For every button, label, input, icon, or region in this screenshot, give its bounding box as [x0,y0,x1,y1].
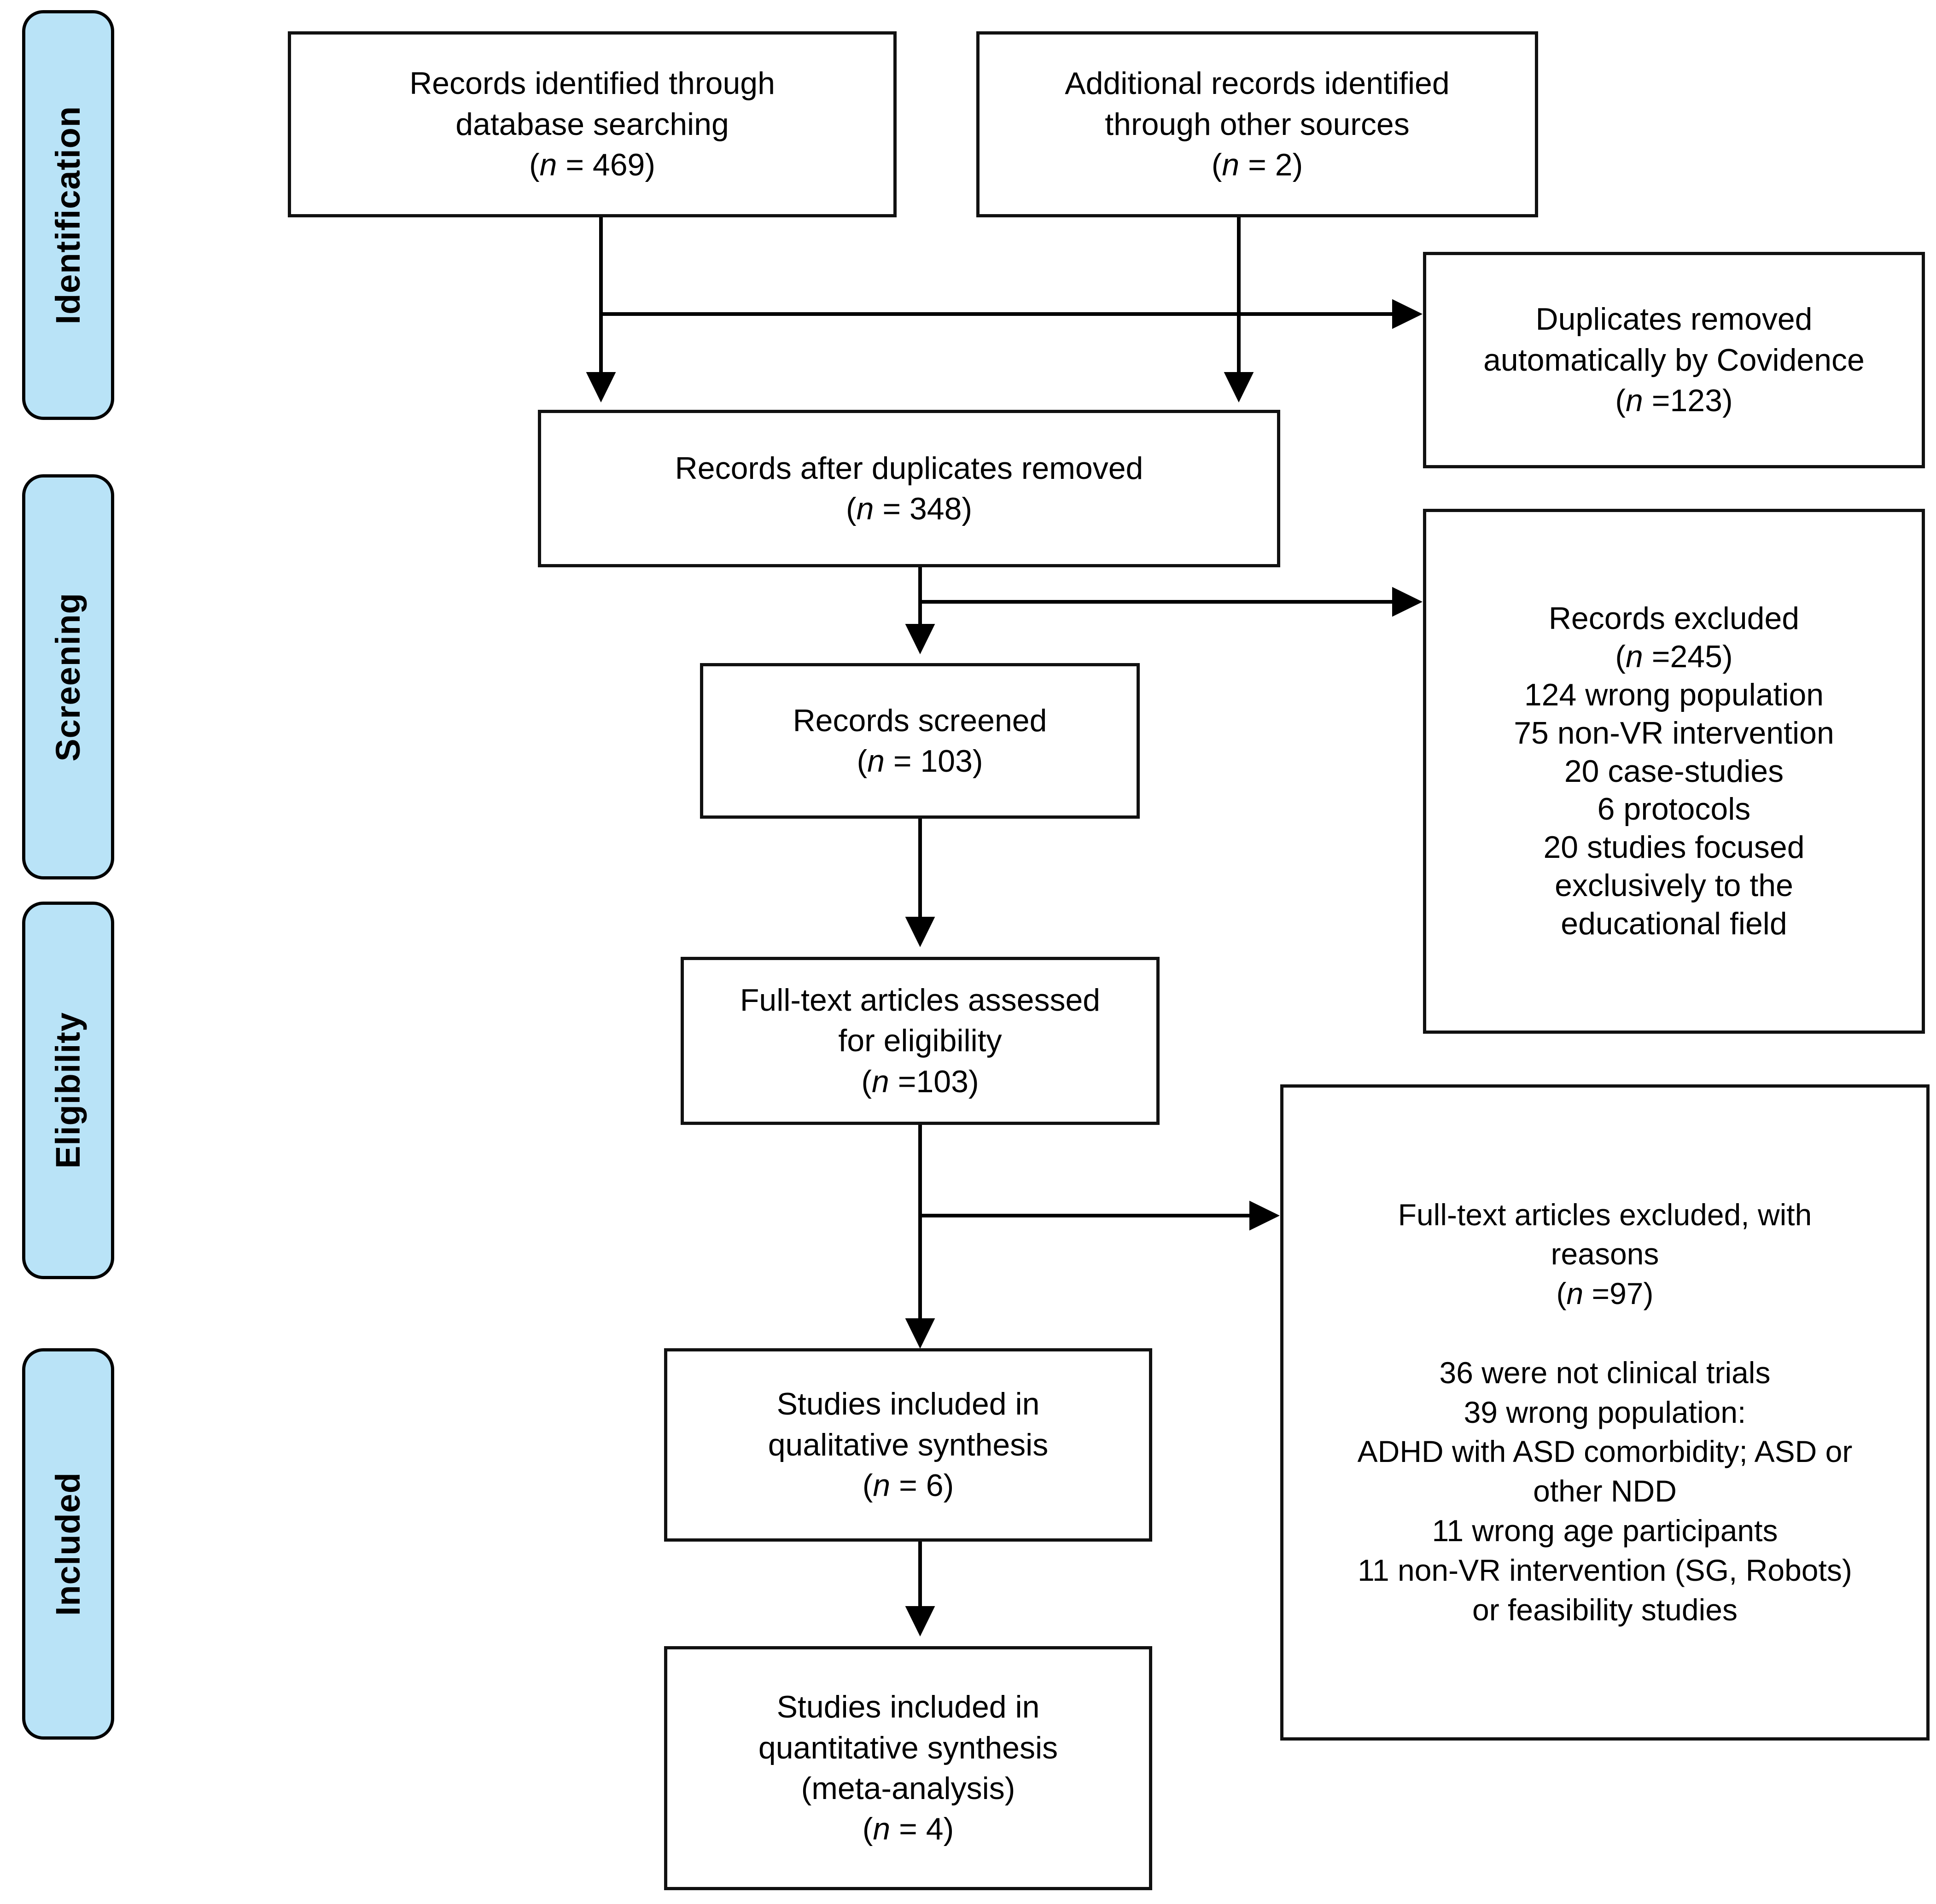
box-fulltext-articles-assessed-text: Full-text articles assessed for eligibil… [740,982,1101,1099]
box-duplicates-removed: Duplicates removed automatically by Covi… [1423,252,1925,468]
stage-pill-screening: Screening [22,474,114,879]
box-records-after-duplicates-removed: Records after duplicates removed (n = 34… [538,410,1280,567]
box-studies-quantitative-synthesis-text: Studies included in quantitative synthes… [758,1689,1058,1847]
box-records-after-duplicates-removed-text: Records after duplicates removed (n = 34… [675,450,1143,526]
box-records-identified-database-text: Records identified through database sear… [409,66,775,183]
box-additional-records-other-sources-text: Additional records identified through ot… [1065,66,1450,183]
box-fulltext-articles-excluded: Full-text articles excluded, with reason… [1280,1084,1930,1741]
stage-label-included: Included [49,1472,87,1616]
stage-pill-included: Included [22,1348,114,1740]
stage-label-screening: Screening [49,592,87,762]
box-studies-qualitative-synthesis-text: Studies included in qualitative synthesi… [768,1386,1049,1503]
stage-pill-identification: Identification [22,10,114,420]
box-studies-quantitative-synthesis: Studies included in quantitative synthes… [664,1646,1152,1890]
box-records-identified-database: Records identified through database sear… [288,31,897,217]
stage-label-eligibility: Eligibility [49,1012,87,1169]
stage-label-identification: Identification [49,105,87,325]
box-fulltext-articles-excluded-text: Full-text articles excluded, with reason… [1357,1197,1853,1627]
box-records-excluded: Records excluded (n =245) 124 wrong popu… [1423,509,1925,1034]
box-records-screened-text: Records screened (n = 103) [793,703,1047,779]
box-studies-qualitative-synthesis: Studies included in qualitative synthesi… [664,1348,1152,1542]
box-duplicates-removed-text: Duplicates removed automatically by Covi… [1483,302,1865,419]
box-fulltext-articles-assessed: Full-text articles assessed for eligibil… [681,957,1160,1125]
box-records-excluded-text: Records excluded (n =245) 124 wrong popu… [1514,600,1834,942]
box-records-screened: Records screened (n = 103) [700,663,1140,819]
stage-pill-eligibility: Eligibility [22,902,114,1279]
box-additional-records-other-sources: Additional records identified through ot… [976,31,1538,217]
